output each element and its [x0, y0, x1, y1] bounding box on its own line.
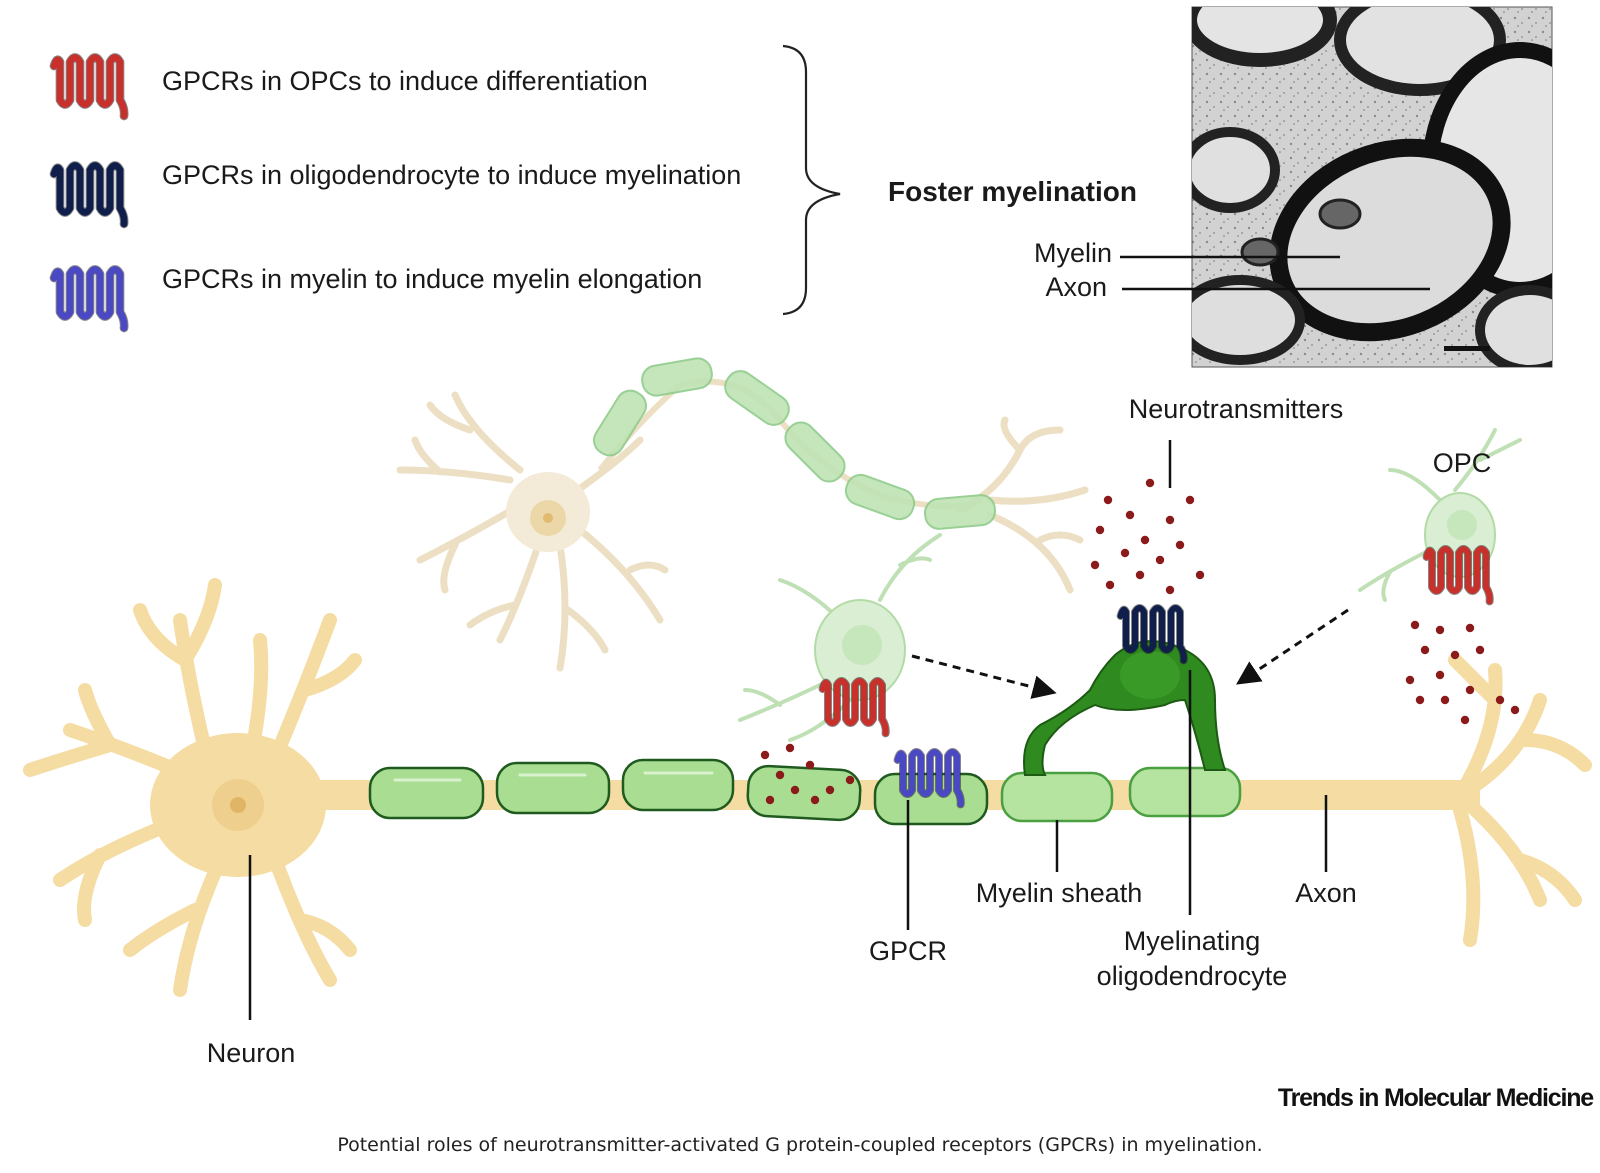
electron-micrograph: Myelin Axon — [1034, 6, 1553, 368]
legend-item-label: GPCRs in oligodendrocyte to induce myeli… — [162, 160, 741, 190]
neuron-cell-body — [23, 578, 362, 997]
figure-caption: Potential roles of neurotransmitter-acti… — [337, 1134, 1262, 1156]
axon-label: Axon — [1295, 878, 1357, 908]
myelin-sheaths — [368, 758, 1242, 826]
legend-item-label: GPCRs in myelin to induce myelin elongat… — [162, 264, 702, 294]
neurotransmitters-label: Neurotransmitters — [1129, 394, 1344, 424]
opc-label: OPC — [1433, 448, 1492, 478]
gpcr-label: GPCR — [869, 936, 947, 966]
axon-terminal — [1448, 653, 1592, 947]
gpcr-blue-icon — [893, 748, 965, 809]
dashed-arrow-left — [911, 654, 1057, 699]
myelin-sheath-label: Myelin sheath — [976, 878, 1143, 908]
journal-brand: Trends in Molecular Medicine — [1278, 1084, 1594, 1112]
gpcr-blue-icon — [49, 265, 129, 333]
myelinating-oligodendrocyte — [1023, 640, 1227, 776]
gpcr-red-icon — [1422, 545, 1494, 606]
gpcr-navy-icon — [49, 161, 129, 229]
gpcr-red-icon — [818, 677, 890, 738]
upper-neuron — [396, 357, 1089, 672]
foster-myelination-label: Foster myelination — [888, 176, 1137, 207]
neuron-label: Neuron — [207, 1038, 296, 1068]
myelinating-label-line1: Myelinating — [1124, 926, 1261, 956]
legend-item-label: GPCRs in OPCs to induce differentiation — [162, 66, 648, 96]
dashed-arrow-right — [1236, 608, 1349, 685]
curly-brace — [782, 44, 841, 316]
micrograph-axon-label: Axon — [1045, 272, 1107, 302]
neurotransmitter-dots — [760, 478, 1520, 805]
gpcr-red-icon — [49, 53, 129, 121]
micrograph-myelin-label: Myelin — [1034, 238, 1112, 268]
legend: GPCRs in OPCs to induce differentiation … — [49, 44, 1137, 333]
gpcr-navy-icon — [1116, 604, 1188, 665]
label-pointers — [248, 440, 1328, 1020]
myelinating-label-line2: oligodendrocyte — [1097, 961, 1288, 991]
